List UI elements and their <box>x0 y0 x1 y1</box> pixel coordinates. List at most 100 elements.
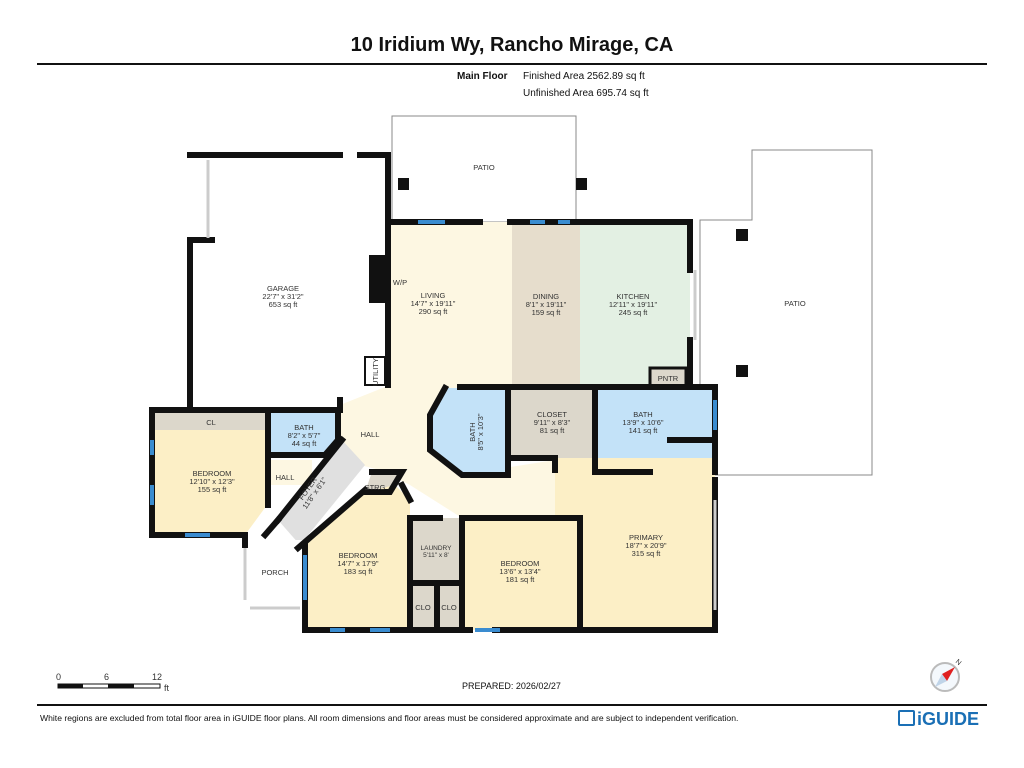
header-divider <box>37 63 987 65</box>
wp-label: W/P <box>393 278 407 287</box>
disclaimer: White regions are excluded from total fl… <box>40 713 739 723</box>
hall <box>340 385 555 518</box>
svg-text:CLOSET: CLOSET <box>537 410 567 419</box>
iguide-logo: iGUIDE <box>898 709 979 730</box>
bedroom-3 <box>462 518 580 630</box>
laundry <box>410 518 462 583</box>
patio-2-label: PATIO <box>784 299 806 308</box>
svg-text:183 sq ft: 183 sq ft <box>344 567 374 576</box>
svg-text:DINING: DINING <box>533 292 559 301</box>
svg-text:22'7" x 31'2": 22'7" x 31'2" <box>262 292 303 301</box>
svg-text:44 sq ft: 44 sq ft <box>292 439 318 448</box>
svg-text:159 sq ft: 159 sq ft <box>532 308 562 317</box>
floor-label: Main Floor <box>457 71 508 82</box>
svg-text:BATH: BATH <box>294 423 313 432</box>
bedroom-2 <box>305 485 410 630</box>
svg-text:5'11" x 8': 5'11" x 8' <box>423 552 449 559</box>
closet <box>508 388 595 458</box>
svg-text:653 sq ft: 653 sq ft <box>269 300 299 309</box>
unfinished-area: Unfinished Area 695.74 sq ft <box>523 88 649 99</box>
closet-2-label: CLO <box>441 603 457 612</box>
svg-text:LIVING: LIVING <box>421 291 446 300</box>
svg-text:12'10" x 12'3": 12'10" x 12'3" <box>189 477 235 486</box>
svg-text:BEDROOM: BEDROOM <box>501 559 540 568</box>
page-title: 10 Iridium Wy, Rancho Mirage, CA <box>350 34 674 56</box>
svg-text:GARAGE: GARAGE <box>267 284 299 293</box>
svg-text:ft: ft <box>164 683 170 693</box>
bedroom-1 <box>155 430 267 535</box>
svg-text:BATH: BATH <box>633 410 652 419</box>
hall-label: HALL <box>361 430 380 439</box>
svg-text:BEDROOM: BEDROOM <box>193 469 232 478</box>
svg-text:245 sq ft: 245 sq ft <box>619 308 649 317</box>
bath-1 <box>270 413 338 455</box>
prepared-date: PREPARED: 2026/02/27 <box>462 681 561 691</box>
walls <box>149 152 718 633</box>
svg-text:13'9" x 10'6": 13'9" x 10'6" <box>622 418 663 427</box>
cl-label: CL <box>206 418 216 427</box>
storage-label: STRG <box>365 483 386 492</box>
porch-label: PORCH <box>261 568 288 577</box>
svg-text:14'7" x 19'11": 14'7" x 19'11" <box>411 299 456 308</box>
utility-label: UTILITY <box>371 358 380 386</box>
svg-text:N: N <box>954 658 962 667</box>
svg-text:BATH: BATH <box>468 422 477 441</box>
closet-1 <box>410 583 437 630</box>
svg-text:81 sq ft: 81 sq ft <box>540 426 566 435</box>
closet-2 <box>437 583 462 630</box>
finished-area: Finished Area 2562.89 sq ft <box>523 71 645 82</box>
svg-text:6: 6 <box>104 672 109 682</box>
svg-text:141 sq ft: 141 sq ft <box>629 426 659 435</box>
foyer <box>278 440 365 545</box>
patio-1-label: PATIO <box>473 163 495 172</box>
svg-text:315 sq ft: 315 sq ft <box>632 549 662 558</box>
footer-divider <box>37 704 987 706</box>
living-room <box>390 222 512 387</box>
svg-text:18'7" x 20'9": 18'7" x 20'9" <box>625 541 666 550</box>
dining-room <box>512 222 580 387</box>
kitchen <box>580 222 690 387</box>
svg-text:BEDROOM: BEDROOM <box>339 551 378 560</box>
bath-2 <box>430 388 508 475</box>
cl-closet <box>155 413 267 430</box>
svg-text:8'2" x 5'7": 8'2" x 5'7" <box>288 431 321 440</box>
pantry <box>650 368 686 386</box>
svg-text:LAUNDRY: LAUNDRY <box>421 545 453 552</box>
svg-text:155 sq ft: 155 sq ft <box>198 485 228 494</box>
svg-text:9'11" x 8'3": 9'11" x 8'3" <box>534 418 571 427</box>
svg-text:8'5" x 10'3": 8'5" x 10'3" <box>476 413 485 450</box>
hall-2 <box>267 460 312 485</box>
porch <box>245 540 305 608</box>
closet-1-label: CLO <box>415 603 431 612</box>
bath-3 <box>595 388 715 472</box>
svg-text:12'11" x 19'11": 12'11" x 19'11" <box>609 300 658 309</box>
primary-bedroom <box>555 458 715 630</box>
svg-text:12: 12 <box>152 672 162 682</box>
patio-2 <box>699 149 873 476</box>
hall-2-label: HALL <box>276 473 295 482</box>
svg-text:13'6" x 13'4": 13'6" x 13'4" <box>499 567 540 576</box>
svg-text:290 sq ft: 290 sq ft <box>419 307 449 316</box>
svg-text:8'1" x 19'11": 8'1" x 19'11" <box>526 300 567 309</box>
svg-text:14'7" x 17'9": 14'7" x 17'9" <box>337 559 378 568</box>
svg-text:181 sq ft: 181 sq ft <box>506 575 536 584</box>
scale-bar: 0 6 12 ft <box>56 672 170 693</box>
svg-text:0: 0 <box>56 672 61 682</box>
svg-text:PRIMARY: PRIMARY <box>629 533 663 542</box>
patio-1 <box>391 115 577 223</box>
compass-icon: N <box>930 658 962 692</box>
svg-text:KITCHEN: KITCHEN <box>617 292 650 301</box>
pantry-label: PNTR <box>658 374 679 383</box>
